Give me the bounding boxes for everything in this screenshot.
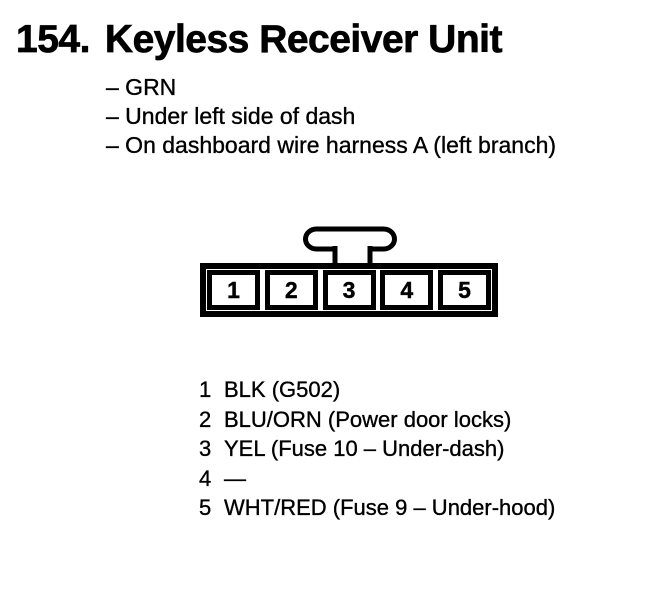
pin-row: 3 YEL (Fuse 10 – Under-dash) [199,434,555,464]
cavity-label: 5 [458,276,471,303]
detail-line-wire-color: – GRN [106,74,177,100]
location-details: – GRN – Under left side of dash – On das… [106,73,556,160]
item-number: 154. [16,18,91,61]
latch-stem-shape [332,246,373,263]
pin-number: 3 [199,436,212,461]
connector-cavity-2: 2 [264,270,318,310]
pin-row: 4 — [199,464,555,494]
pin-number: 1 [199,377,212,402]
connector-diagram: 1 2 3 4 5 [200,225,498,317]
pin-description: BLK (G502) [224,377,341,402]
cavity-label: 1 [227,276,240,303]
latch-opening [337,244,368,253]
cavity-label: 2 [284,276,298,303]
pin-description: — [224,465,246,491]
page-title: 154. Keyless Receiver Unit [16,18,503,61]
pin-table: 1 BLK (G502) 2 BLU/ORN (Power door locks… [199,375,556,523]
pin-row: 5 WHT/RED (Fuse 9 – Under-hood) [199,493,556,523]
detail-line-harness: – On dashboard wire harness A (left bran… [106,132,557,158]
connector-cavity-5: 5 [438,270,491,310]
pin-description: BLU/ORN (Power door locks) [224,406,512,432]
connector-body: 1 2 3 4 5 [200,263,498,317]
detail-line-location: – Under left side of dash [106,103,356,129]
pin-number: 2 [199,406,212,432]
connector-cavity-1: 1 [207,270,260,310]
pin-description: WHT/RED (Fuse 9 – Under-hood) [224,495,556,520]
connector-cavity-3: 3 [322,270,376,310]
pin-number: 5 [199,495,212,520]
pin-description: YEL (Fuse 10 – Under-dash) [224,436,505,461]
cavity-label: 4 [400,276,414,303]
pin-row: 1 BLK (G502) [199,375,555,405]
cavity-label: 3 [342,276,356,303]
pin-number: 4 [199,465,212,491]
connector-cavity-4: 4 [380,270,434,310]
pin-row: 2 BLU/ORN (Power door locks) [199,405,555,435]
connector-latch-icon [303,226,397,263]
item-title: Keyless Receiver Unit [104,18,503,61]
